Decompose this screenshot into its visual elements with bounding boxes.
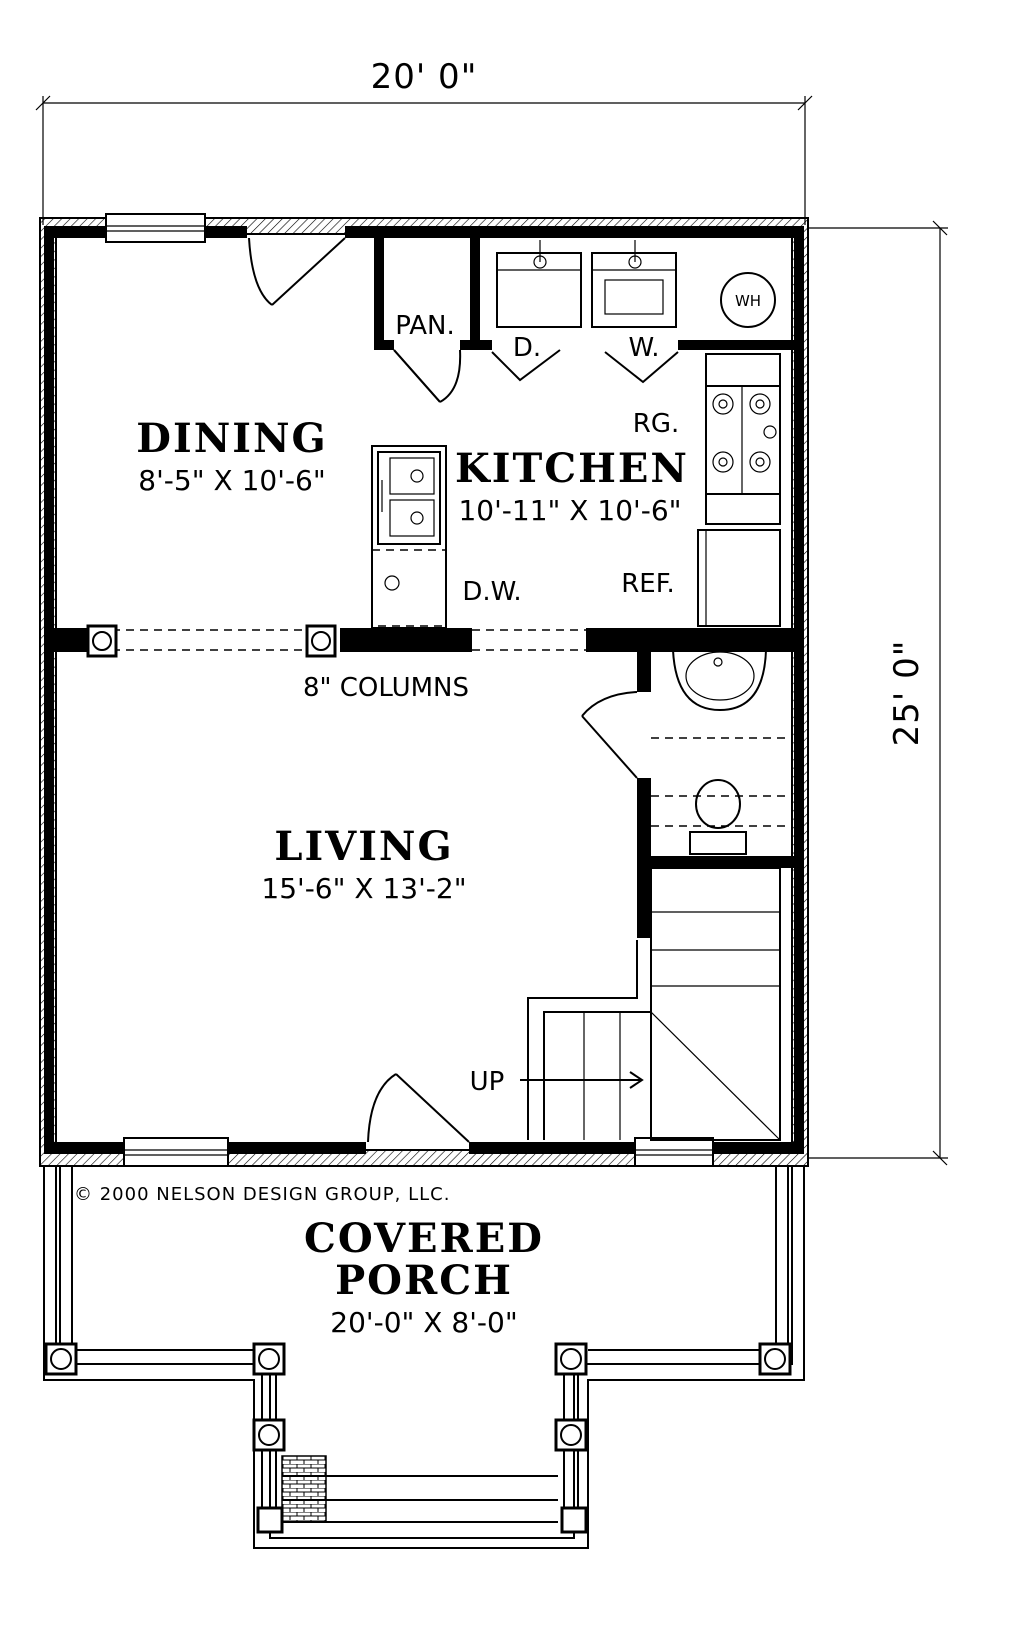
kitchen-room-name: KITCHEN	[455, 445, 689, 492]
range	[705, 353, 781, 525]
front-door	[367, 1073, 470, 1143]
width-dimension: 20' 0"	[35, 57, 813, 225]
porch-size: 20'-0" X 8'-0"	[330, 1306, 517, 1339]
pantry-door	[393, 349, 462, 403]
exterior-walls	[39, 217, 809, 1167]
dryer-label: D.	[513, 333, 541, 363]
dining-door	[248, 237, 346, 306]
depth-dimension: 25' 0"	[808, 220, 948, 1166]
range-label: RG.	[633, 409, 679, 439]
dishwasher-label: D.W.	[462, 577, 521, 607]
refrigerator-label: REF.	[621, 569, 675, 599]
interior-walls	[54, 238, 794, 938]
columns-label: 8" COLUMNS	[303, 673, 469, 703]
columns-row	[86, 624, 586, 658]
living-room-size: 15'-6" X 13'-2"	[261, 872, 466, 905]
dining-room-size: 8'-5" X 10'-6"	[138, 464, 325, 497]
water-heater-label: WH	[735, 292, 761, 310]
washer-label: W.	[629, 333, 660, 363]
bathroom	[581, 649, 792, 855]
water-heater: WH	[720, 272, 776, 328]
covered-porch	[43, 1166, 805, 1549]
porch-name-line1: COVERED	[304, 1215, 544, 1262]
kitchen-room-size: 10'-11" X 10'-6"	[458, 494, 681, 527]
stairs	[520, 867, 781, 1141]
dryer	[496, 240, 582, 328]
depth-dimension-label: 25' 0"	[887, 640, 927, 747]
refrigerator	[697, 529, 781, 627]
width-dimension-label: 20' 0"	[371, 57, 478, 97]
kitchen-island	[371, 445, 447, 629]
windows	[105, 213, 714, 1167]
stairs-up-label: UP	[470, 1067, 505, 1097]
porch-name-line2: PORCH	[335, 1257, 513, 1304]
copyright-notice: © 2000 NELSON DESIGN GROUP, LLC.	[74, 1184, 450, 1205]
living-room-name: LIVING	[274, 823, 453, 870]
laundry-doors	[491, 349, 679, 384]
pantry-label: PAN.	[395, 311, 455, 341]
washer	[591, 240, 677, 328]
dining-room-name: DINING	[136, 415, 327, 462]
